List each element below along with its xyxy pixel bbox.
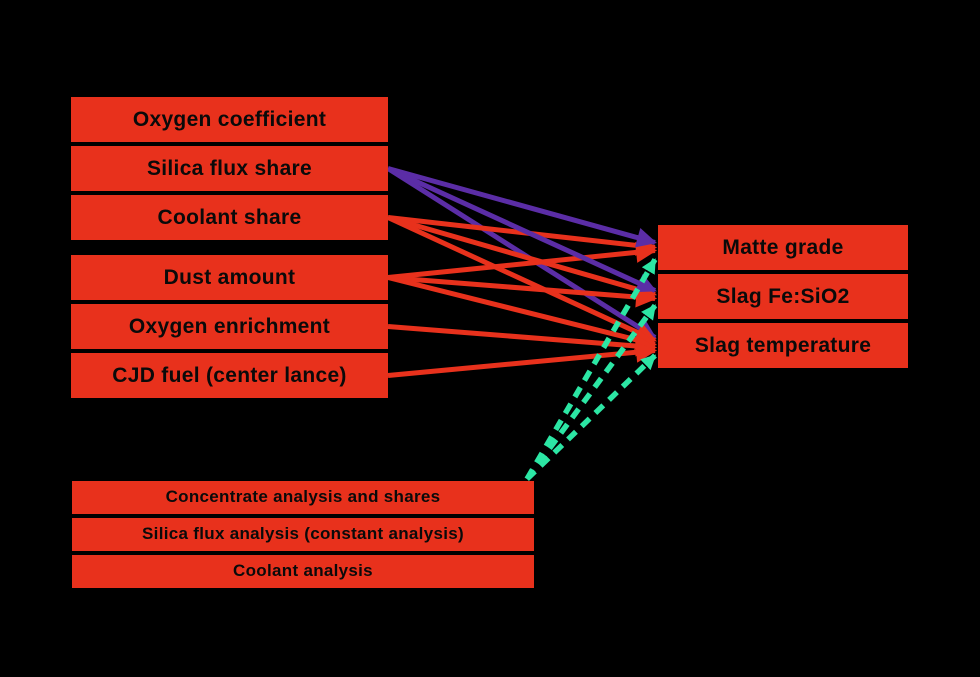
node-matte-grade: Matte grade bbox=[658, 225, 908, 270]
node-silica-flux-share: Silica flux share bbox=[71, 146, 388, 191]
arrow-coolant-share-to-matte-grade bbox=[387, 215, 658, 256]
arrow-analyses-to-matte-grade bbox=[524, 258, 658, 481]
arrow-coolant-share-to-slag-temperature bbox=[386, 215, 657, 343]
arrow-dust-amount-to-slag-fe-sio2 bbox=[387, 275, 658, 308]
arrow-silica-flux-share-to-slag-temperature bbox=[386, 166, 657, 340]
node-coolant-share: Coolant share bbox=[71, 195, 388, 240]
arrow-silica-flux-share-to-slag-fe-sio2 bbox=[386, 166, 657, 293]
arrow-dust-amount-to-matte-grade bbox=[387, 241, 658, 280]
arrow-cjd-fuel-to-slag-temperature bbox=[387, 341, 658, 378]
node-oxygen-enrichment: Oxygen enrichment bbox=[71, 304, 388, 349]
arrow-dust-amount-to-slag-temperature bbox=[387, 275, 658, 351]
node-concentrate-analysis: Concentrate analysis and shares bbox=[72, 481, 534, 514]
arrow-silica-flux-share-to-matte-grade bbox=[387, 166, 657, 248]
node-dust-amount: Dust amount bbox=[71, 255, 388, 300]
node-slag-temperature: Slag temperature bbox=[658, 323, 908, 368]
node-coolant-analysis: Coolant analysis bbox=[72, 555, 534, 588]
arrow-analyses-to-slag-fe-sio2 bbox=[524, 303, 658, 481]
node-oxygen-coefficient: Oxygen coefficient bbox=[71, 97, 388, 142]
node-cjd-fuel: CJD fuel (center lance) bbox=[71, 353, 388, 398]
arrow-oxygen-enrichment-to-slag-temperature bbox=[387, 324, 658, 357]
arrow-analyses-to-slag-temperature bbox=[525, 353, 657, 481]
arrow-coolant-share-to-slag-fe-sio2 bbox=[387, 215, 658, 300]
node-slag-fe-sio2: Slag Fe:SiO2 bbox=[658, 274, 908, 319]
node-silica-flux-analysis: Silica flux analysis (constant analysis) bbox=[72, 518, 534, 551]
